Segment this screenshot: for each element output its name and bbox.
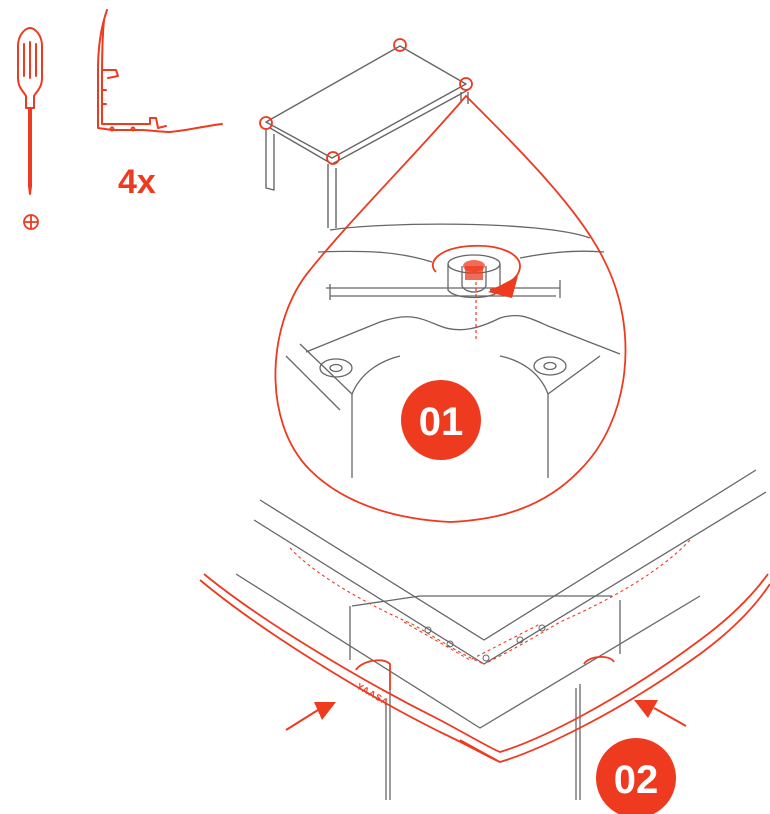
push-arrow-icon-right [634,700,687,727]
callout-detail [285,223,621,478]
zoom-callout [274,94,627,523]
corner-bumper-part [97,9,223,133]
table-corner-detail [235,469,767,800]
table-overview [265,45,469,228]
phillips-head-icon [23,214,39,230]
bumper-guide-dashed [289,539,691,665]
corner-screws [424,624,546,662]
step-02-number: 02 [614,758,659,802]
corner-bumper-installed [199,573,770,763]
screwdriver-icon [17,27,43,195]
step-02-badge: 02 [596,738,676,814]
step-01-badge: 01 [401,380,481,460]
push-arrow-icon [285,702,336,731]
quantity-label: 4x [118,163,156,201]
corner-markers [259,38,473,165]
step-01-number: 01 [419,400,464,444]
rotation-arrow-icon [431,244,521,340]
